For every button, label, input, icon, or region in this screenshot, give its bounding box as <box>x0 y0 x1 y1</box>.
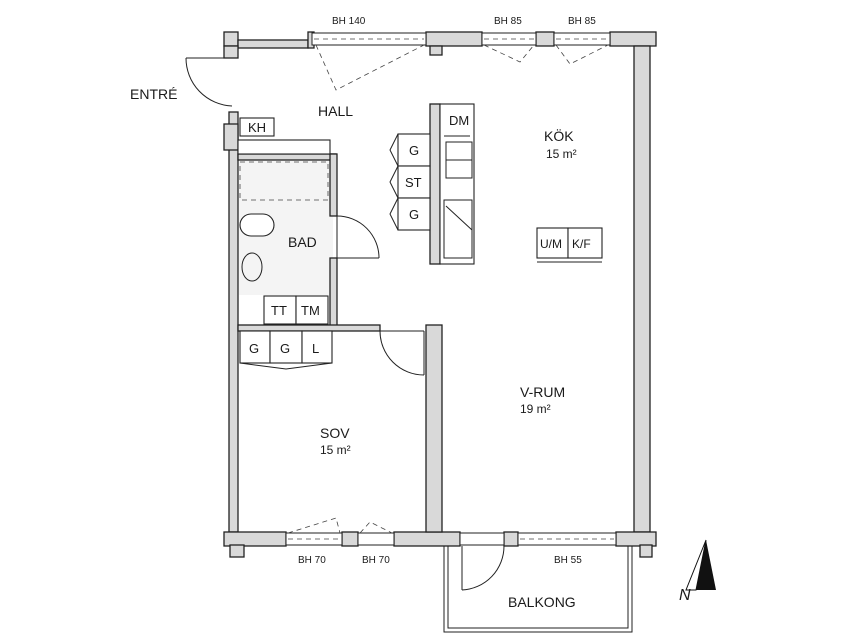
window-label-top-3: BH 85 <box>568 16 596 27</box>
balcony-outline <box>443 546 633 633</box>
hall-label: HALL <box>318 103 353 119</box>
coat-rack-label: KH <box>248 120 266 135</box>
window-label-bottom-3: BH 55 <box>554 555 582 566</box>
island-cabinet-label-1: G <box>409 143 419 158</box>
bathroom-label: BAD <box>288 234 317 250</box>
kitchen-counter <box>439 103 475 265</box>
dishwasher-label: DM <box>449 113 469 128</box>
kitchen-area: 15 m² <box>546 147 577 161</box>
fridge-label: U/M <box>540 237 562 251</box>
window-label-top-2: BH 85 <box>494 16 522 27</box>
linen-cabinet-label: L <box>312 341 319 356</box>
bedroom-area: 15 m² <box>320 443 351 457</box>
bedroom-label: SOV <box>320 425 350 441</box>
dryer-label: TT <box>271 303 287 318</box>
north-arrow <box>685 539 716 591</box>
island-cabinet-label-2: ST <box>405 175 422 190</box>
living-room-label: V-RUM <box>520 384 565 400</box>
window-label-bottom-2: BH 70 <box>362 555 390 566</box>
windows <box>285 32 617 546</box>
wardrobe-label-1: G <box>249 341 259 356</box>
balcony-label: BALKONG <box>508 594 576 610</box>
freezer-label: K/F <box>572 237 591 251</box>
entrance-label: ENTRÉ <box>130 86 177 102</box>
bathroom-fixtures <box>237 117 331 325</box>
island-cabinets <box>389 133 431 231</box>
island-cabinet-label-3: G <box>409 207 419 222</box>
bedroom-wardrobes <box>239 330 333 370</box>
washer-label: TM <box>301 303 320 318</box>
fridge-freezer-units <box>536 227 603 263</box>
wardrobe-label-2: G <box>280 341 290 356</box>
window-label-top-1: BH 140 <box>332 16 366 27</box>
doors <box>185 57 505 591</box>
kitchen-label: KÖK <box>544 127 574 144</box>
window-label-bottom-1: BH 70 <box>298 555 326 566</box>
north-label: N <box>679 587 691 604</box>
living-room-area: 19 m² <box>520 402 551 416</box>
